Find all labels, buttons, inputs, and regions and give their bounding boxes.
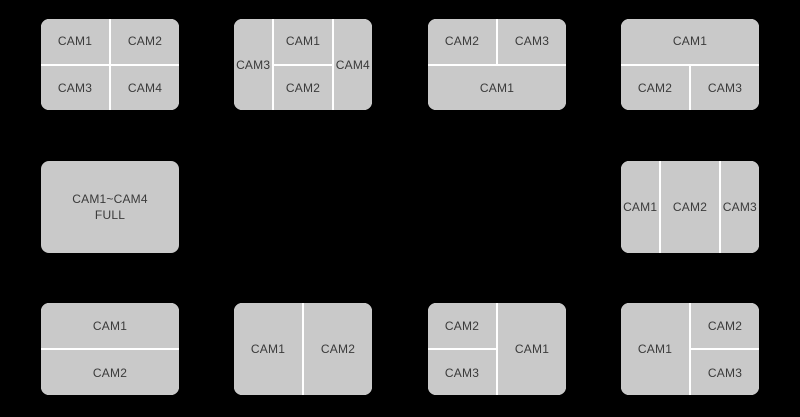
camera-cell: CAM1 — [428, 65, 566, 110]
camera-cell: CAM3 — [41, 65, 109, 110]
camera-cell: CAM2 — [691, 303, 759, 348]
layout-panel-one-left-two-right: CAM1 CAM2 CAM3 — [621, 303, 759, 395]
camera-cell: CAM1 — [274, 19, 332, 64]
camera-cell: CAM1 — [621, 19, 759, 64]
layout-panel-two-left-one-right: CAM2 CAM3 CAM1 — [428, 303, 566, 395]
camera-cell: CAM4 — [333, 19, 372, 110]
camera-cell: CAM2 — [304, 303, 372, 395]
layout-panel-two-top-one-bottom: CAM2 CAM3 CAM1 — [428, 19, 566, 110]
camera-cell: CAM3 — [428, 350, 496, 395]
layout-panel-two-rows: CAM1 CAM2 — [41, 303, 179, 395]
camera-cell: CAM1 — [498, 303, 566, 395]
layout-panel-full-screen-sequence: CAM1~CAM4 FULL — [41, 161, 179, 253]
camera-cell: CAM1 — [621, 303, 689, 395]
camera-cell: CAM1 — [621, 161, 660, 253]
camera-cell: CAM2 — [621, 65, 689, 110]
layout-panel-one-top-two-bottom: CAM1 CAM2 CAM3 — [621, 19, 759, 110]
camera-cell: CAM3 — [234, 19, 273, 110]
camera-cell: CAM3 — [498, 19, 566, 64]
layout-panel-quad-split: CAM1 CAM2 CAM3 CAM4 — [41, 19, 179, 110]
camera-cell: CAM2 — [661, 161, 719, 253]
camera-cell: CAM2 — [111, 19, 179, 64]
layout-panel-two-columns: CAM1 CAM2 — [234, 303, 372, 395]
camera-cell: CAM2 — [41, 350, 179, 395]
camera-cell: CAM1 — [41, 19, 109, 64]
camera-cell: CAM1~CAM4 FULL — [41, 161, 179, 253]
camera-cell: CAM1 — [234, 303, 302, 395]
camera-cell: CAM2 — [274, 65, 332, 110]
camera-cell-label-full: FULL — [94, 208, 126, 222]
camera-cell: CAM2 — [428, 19, 496, 64]
camera-cell: CAM4 — [111, 65, 179, 110]
camera-cell: CAM3 — [691, 350, 759, 395]
camera-cell-label-range: CAM1~CAM4 — [72, 192, 148, 206]
camera-cell: CAM1 — [41, 303, 179, 348]
layout-panel-three-columns: CAM1 CAM2 CAM3 — [621, 161, 759, 253]
camera-cell: CAM3 — [720, 161, 759, 253]
camera-cell: CAM2 — [428, 303, 496, 348]
layout-panel-center-vertical-split: CAM3 CAM1 CAM2 CAM4 — [234, 19, 372, 110]
camera-cell: CAM3 — [691, 65, 759, 110]
